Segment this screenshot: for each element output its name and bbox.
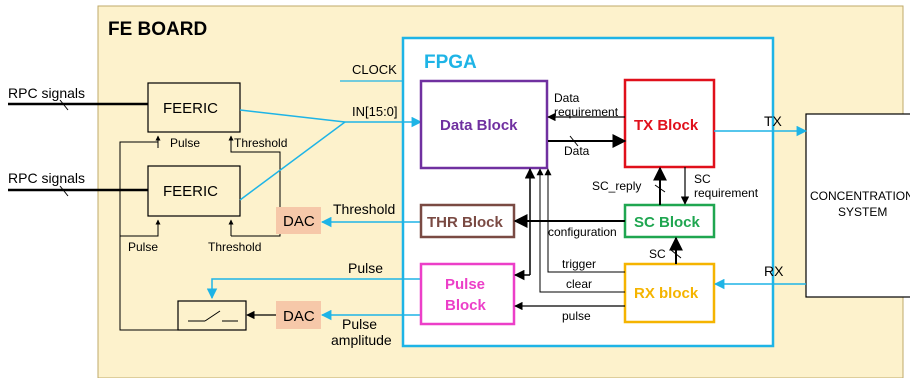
fpga-title: FPGA — [424, 52, 477, 73]
feeric-bottom-pulse-label: Pulse — [128, 240, 158, 254]
tx-label: TX — [764, 113, 783, 129]
pulse-amplitude-label-1: Pulse — [342, 316, 377, 332]
clear-label: clear — [566, 277, 592, 291]
rpc-signals-bottom-label: RPC signals — [8, 170, 85, 186]
feeric-bottom-label: FEERIC — [163, 183, 218, 200]
dac-lower — [276, 301, 321, 329]
sc-slash — [670, 249, 682, 259]
data-block — [419, 79, 549, 170]
data-block-label: Data Block — [440, 117, 518, 134]
data-requirement-label-1: Data — [554, 91, 580, 105]
feeric-top — [147, 82, 241, 133]
concentration-system-box — [805, 113, 910, 298]
pulse-amplitude-label-2: amplitude — [331, 332, 392, 348]
rpc-signals-top-label: RPC signals — [8, 85, 85, 101]
trigger-clear-wiring — [536, 168, 625, 293]
dac-upper-label: DAC — [283, 213, 315, 230]
pulse-out-wire — [206, 278, 421, 300]
pulse-block-label-2: Block — [445, 297, 487, 314]
pulse-label: pulse — [562, 309, 591, 323]
rpc-signal-bottom-slash — [59, 185, 69, 197]
dac-lower-label: DAC — [283, 308, 315, 325]
dac-upper — [276, 207, 321, 234]
data-label: Data — [564, 144, 590, 158]
sc-reply-slash — [654, 184, 666, 193]
feeric-top-label: FEERIC — [163, 100, 218, 117]
rx-block-label: RX block — [634, 285, 699, 302]
rx-label: RX — [764, 263, 784, 279]
rpc-signal-top-slash — [59, 99, 69, 111]
pulse-out-label: Pulse — [348, 260, 383, 276]
pulse-block-label-1: Pulse — [445, 276, 485, 293]
feeric-bottom-threshold-label: Threshold — [208, 240, 261, 254]
thr-block-label: THR Block — [427, 214, 504, 231]
pulse-switch-box — [177, 300, 247, 331]
in-bus-label: IN[15:0] — [352, 104, 398, 119]
fe-board-title: FE BOARD — [108, 19, 207, 40]
pulse-feedback-wiring — [119, 135, 281, 331]
data-bus-slash — [569, 135, 579, 147]
tx-block-label: TX Block — [634, 117, 699, 134]
sc-block-label: SC Block — [634, 214, 701, 231]
sc-reply-label: SC_reply — [592, 179, 641, 193]
configuration-label: configuration — [548, 225, 617, 239]
data-requirement-label-2: requirement — [554, 105, 619, 119]
concentration-line2: SYSTEM — [838, 205, 887, 219]
feeric-top-pulse-label: Pulse — [170, 136, 200, 150]
concentration-line1: CONCENTRATION — [810, 189, 910, 203]
feeric-bottom — [147, 165, 241, 217]
feeric-top-threshold-label: Threshold — [234, 136, 287, 150]
config-branch-wiring — [513, 167, 536, 281]
tx-block — [623, 78, 716, 169]
in-bus-wiring — [239, 109, 346, 201]
thr-block — [419, 203, 516, 239]
clock-label: CLOCK — [352, 62, 397, 77]
rx-block — [623, 262, 716, 324]
sc-requirement-label-2: requirement — [694, 186, 759, 200]
pulse-block — [419, 262, 516, 326]
threshold-label: Threshold — [333, 201, 395, 217]
trigger-label: trigger — [562, 257, 596, 271]
pulse-switch-symbol — [188, 310, 238, 322]
sc-label: SC — [649, 247, 666, 261]
sc-requirement-label-1: SC — [694, 172, 711, 186]
